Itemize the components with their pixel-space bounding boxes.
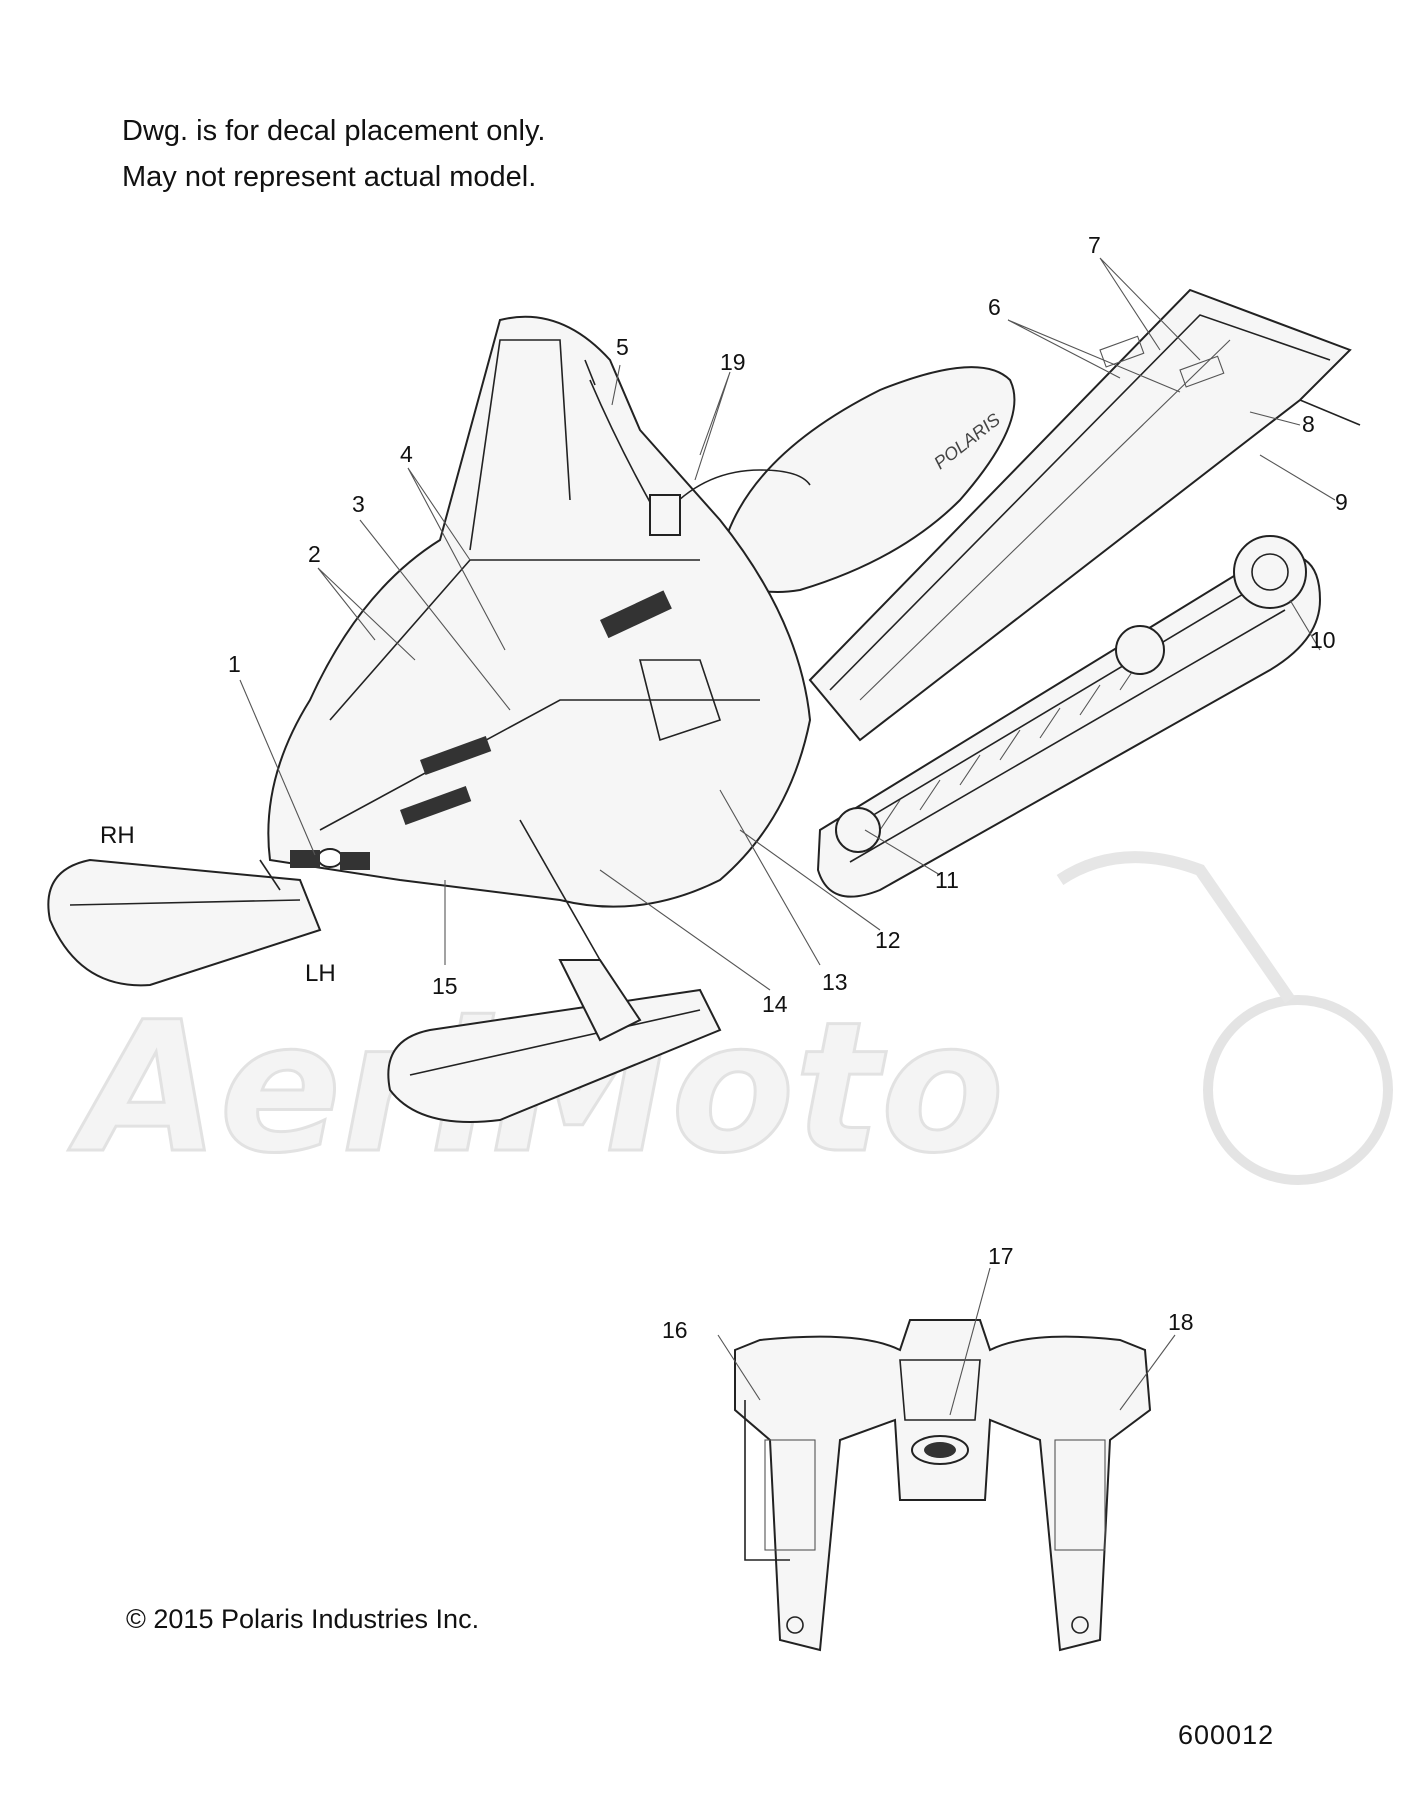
callout-numbers: 1 2 3 4 5 6 7 8 9 10 11 12 13 14 15 16 1… (228, 232, 1348, 1343)
tunnel-deck (808, 288, 1361, 742)
callout-8: 8 (1302, 411, 1315, 437)
placement-note: Dwg. is for decal placement only. (122, 115, 546, 147)
callout-11: 11 (935, 867, 959, 893)
leader-lines (239, 257, 1336, 1416)
copyright-notice: © 2015 Polaris Industries Inc. (126, 1604, 480, 1634)
front-panel-assembly (734, 1319, 1152, 1652)
callout-17: 17 (988, 1243, 1014, 1269)
callout-16: 16 (662, 1317, 688, 1343)
callout-1: 1 (228, 651, 241, 677)
track-assembly (816, 535, 1322, 898)
callout-4: 4 (400, 441, 413, 467)
left-hand-label: LH (305, 960, 336, 987)
callout-19: 19 (720, 349, 746, 375)
callout-10: 10 (1310, 627, 1336, 653)
callout-12: 12 (875, 927, 901, 953)
right-ski (47, 858, 322, 987)
callout-3: 3 (352, 491, 365, 517)
drawing-number: 600012 (1178, 1720, 1275, 1750)
callout-13: 13 (822, 969, 848, 995)
right-hand-label: RH (100, 822, 135, 849)
callout-15: 15 (432, 973, 458, 999)
callout-2: 2 (308, 541, 321, 567)
model-disclaimer: May not represent actual model. (122, 161, 537, 193)
callout-9: 9 (1335, 489, 1348, 515)
rear-idler-wheel-11 (835, 807, 881, 853)
seat: POLARIS (718, 366, 1016, 593)
right-spindle (259, 859, 281, 891)
callout-6: 6 (988, 294, 1001, 320)
bogie-wheel (1115, 625, 1165, 675)
handlebar (584, 359, 811, 536)
left-ski (387, 959, 722, 1123)
callout-5: 5 (616, 334, 629, 360)
callout-18: 18 (1168, 1309, 1194, 1335)
callout-14: 14 (762, 991, 788, 1017)
rear-wheel-10 (1233, 535, 1307, 609)
hood-and-body (267, 315, 812, 908)
left-spindle (519, 819, 601, 961)
callout-7: 7 (1088, 232, 1101, 258)
